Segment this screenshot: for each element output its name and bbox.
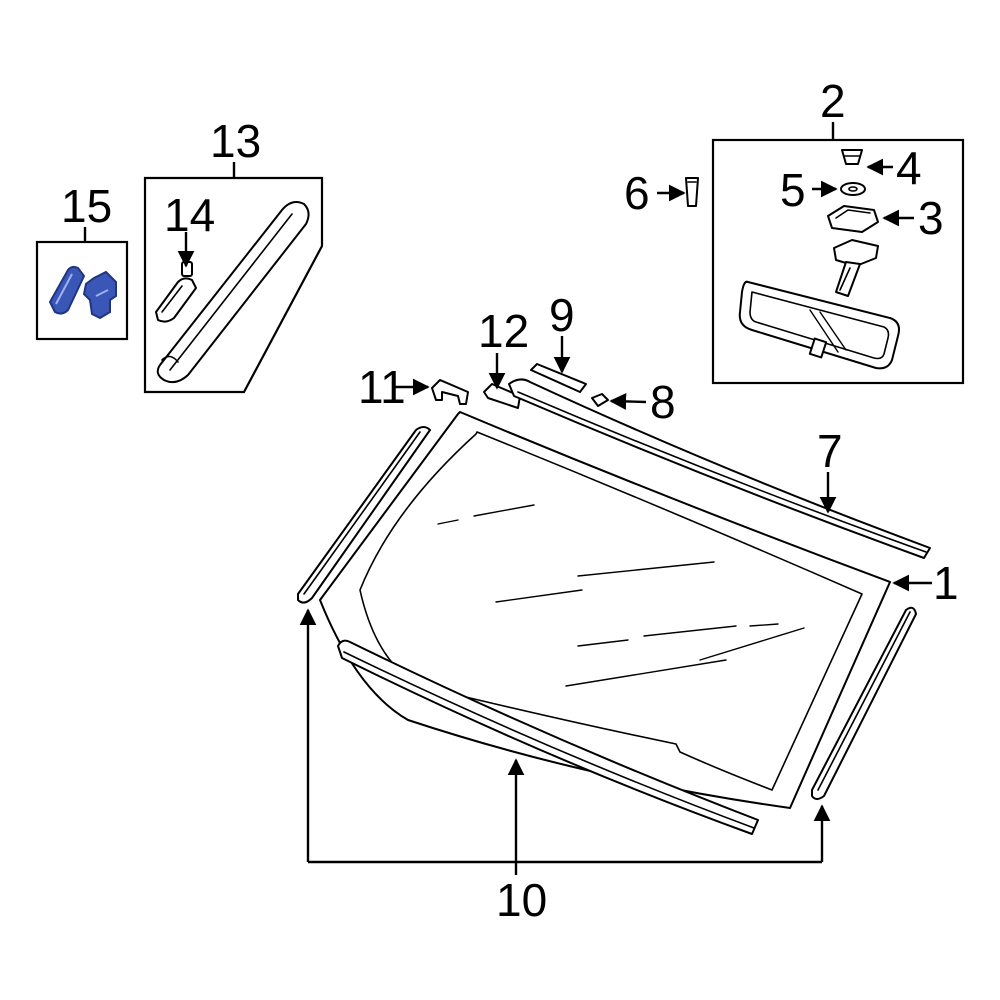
callout-14: 14 [164,189,215,241]
callout-11: 11 [358,361,406,413]
part-2-box [711,138,965,385]
part-5-washer[interactable] [840,182,866,196]
part-14-clip[interactable] [155,261,197,323]
callout-7: 7 [817,425,843,477]
part-15-box [35,240,129,341]
callout-15: 15 [61,180,112,232]
mirror-mount[interactable] [833,239,879,297]
part-1-windshield[interactable] [319,411,891,809]
callout-9: 9 [549,289,575,341]
part-15-clip-right[interactable] [82,270,117,320]
part-13-group[interactable] [143,162,324,394]
callout-4: 4 [896,142,922,194]
pillar-garnish[interactable] [156,201,310,384]
part-10-right-molding[interactable] [811,606,917,800]
callout-8: 8 [650,376,676,428]
part-15-group[interactable] [35,227,129,341]
part-8-arrow [609,393,647,410]
part-8-clip[interactable] [591,393,609,407]
callout-5: 5 [780,164,806,216]
part-15-clip-left[interactable] [48,265,86,315]
callout-12: 12 [478,305,529,357]
part-4-cap[interactable] [841,149,863,165]
callout-13: 13 [210,115,261,167]
part-6-pin[interactable] [685,177,699,207]
part-10-leaders [299,608,831,875]
part-13-box [143,176,324,394]
part-2-group[interactable] [711,122,965,385]
part-3-base[interactable] [827,205,879,233]
part-9-strip[interactable] [530,363,587,393]
part-11-clip[interactable] [431,379,469,405]
part-10-left-molding[interactable] [297,426,431,604]
callout-2: 2 [820,75,846,127]
rearview-mirror[interactable] [738,280,900,370]
callout-1: 1 [933,557,959,609]
callout-10: 10 [496,874,547,926]
part-10-bottom-molding[interactable] [337,639,759,835]
callout-3: 3 [918,192,944,244]
callout-6: 6 [624,167,650,219]
